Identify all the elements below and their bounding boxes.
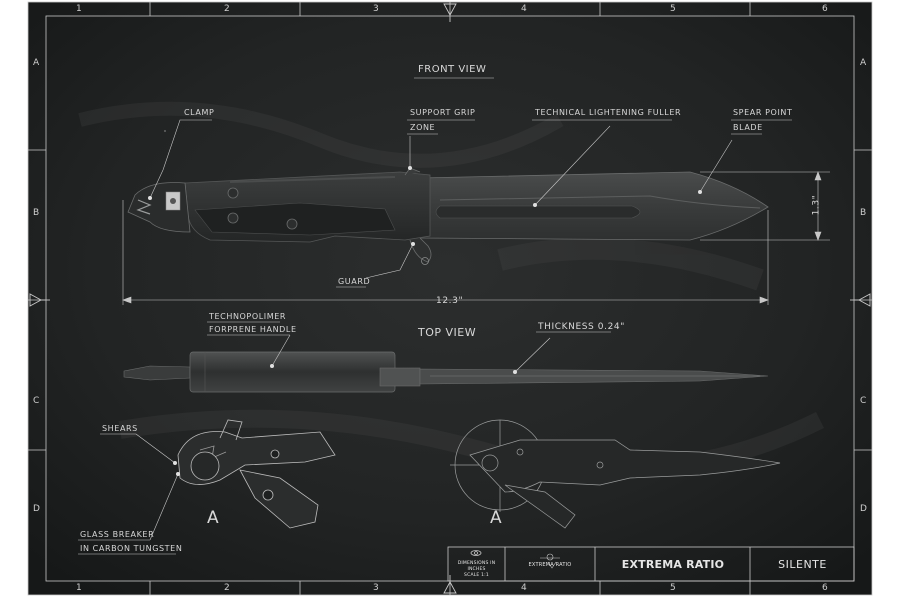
column-label-1-top: 1 — [76, 4, 82, 14]
leader-lines-front — [149, 119, 733, 279]
detail-a-right-marker: A — [490, 508, 502, 528]
leader-dots-top — [270, 364, 517, 374]
support-grip-label-line2: ZONE — [410, 123, 436, 132]
column-label-4-top: 4 — [521, 4, 527, 14]
support-grip-label-line1: SUPPORT GRIP — [410, 108, 476, 117]
glass-breaker-label-line1: GLASS BREAKER — [80, 530, 155, 539]
length-dimension: 12.3" — [436, 296, 464, 306]
front-view-title: FRONT VIEW — [418, 64, 487, 75]
dimensions-note-line3: SCALE 1:1 — [464, 573, 489, 578]
detail-a-left-marker: A — [207, 508, 219, 528]
column-label-2-bottom: 2 — [224, 583, 230, 593]
label-underlines — [78, 77, 792, 555]
top-view-title: TOP VIEW — [418, 326, 477, 339]
dimension-lines-front — [122, 171, 830, 305]
shears-label: SHEARS — [102, 424, 138, 433]
thickness-label: THICKNESS 0.24" — [538, 322, 625, 332]
detail-a-outline — [450, 419, 781, 529]
fuller-label: TECHNICAL LIGHTENING FULLER — [535, 108, 682, 117]
centering-marks — [29, 3, 871, 594]
column-label-3-top: 3 — [373, 4, 379, 14]
dimensions-note: DIMENSIONS IN INCHES SCALE 1:1 — [449, 561, 504, 579]
column-label-1-bottom: 1 — [76, 583, 82, 593]
knife-top-view — [123, 351, 769, 393]
leader-dots-detail — [173, 461, 180, 476]
column-label-3-bottom: 3 — [373, 583, 379, 593]
row-label-b-left: B — [33, 208, 40, 218]
leader-dots-front — [148, 166, 702, 246]
leader-lines-top — [271, 334, 551, 373]
column-label-5-bottom: 5 — [670, 583, 676, 593]
handle-label-line1: TECHNOPOLIMER — [209, 312, 287, 321]
row-label-a-left: A — [33, 58, 40, 68]
handle-label-line2: FORPRENE HANDLE — [209, 325, 297, 334]
row-label-d-left: D — [33, 504, 40, 514]
brand-logo-text: EXTREMA RATIO — [528, 562, 572, 568]
column-label-6-top: 6 — [822, 4, 828, 14]
column-label-5-top: 5 — [670, 4, 676, 14]
brand-name: EXTREMA RATIO — [621, 558, 725, 571]
title-block — [447, 546, 855, 582]
detail-a-shears — [177, 419, 336, 529]
dimensions-note-line1: DIMENSIONS IN — [457, 561, 496, 566]
column-label-4-bottom: 4 — [521, 583, 527, 593]
column-label-6-bottom: 6 — [822, 583, 828, 593]
glass-breaker-label-line2: IN CARBON TUNGSTEN — [80, 544, 183, 553]
row-label-d-right: D — [860, 504, 867, 514]
knife-front-view — [127, 167, 769, 265]
dimensions-note-line2: INCHES — [467, 567, 486, 572]
row-label-b-right: B — [860, 208, 867, 218]
guard-label: GUARD — [338, 277, 371, 286]
height-dimension: 1.3" — [811, 194, 822, 216]
model-name: SILENTE — [778, 558, 827, 571]
row-label-c-left: C — [33, 396, 40, 406]
row-label-a-right: A — [860, 58, 867, 68]
clamp-label: CLAMP — [184, 108, 215, 117]
column-label-2-top: 2 — [224, 4, 230, 14]
spear-point-label-line1: SPEAR POINT — [733, 108, 793, 117]
leader-lines-detail — [135, 433, 179, 541]
spear-point-label-line2: BLADE — [733, 123, 763, 132]
row-label-c-right: C — [860, 396, 867, 406]
